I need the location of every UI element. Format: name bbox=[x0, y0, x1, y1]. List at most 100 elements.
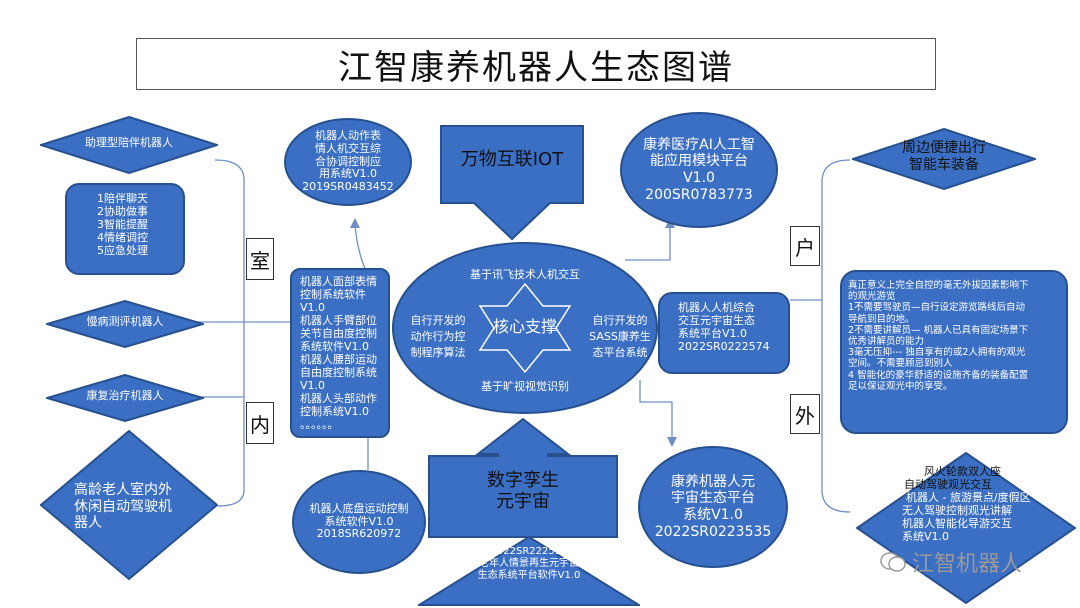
mobility-line: 智能车装备 bbox=[909, 156, 979, 173]
elderly-line: 休闲自动驾驶机 bbox=[74, 498, 172, 515]
circle-line: 系统V1.0 bbox=[683, 507, 743, 523]
software-line: 机器人头部动作 bbox=[300, 391, 377, 405]
outdoor-line: 4 智能化的豪华舒适的设施齐备的装备配置 bbox=[848, 369, 1029, 381]
software-line: 机器人手臂部位 bbox=[300, 313, 377, 327]
software-line: 自由度控制系统 bbox=[300, 365, 377, 379]
software-line: 系统软件V1.0 bbox=[300, 339, 370, 353]
mobility-line: 周边便捷出行 bbox=[902, 140, 986, 156]
core-bottom-text: 基于旷视视觉识别 bbox=[481, 380, 569, 393]
circle-line: 2022SR0223535 bbox=[654, 523, 772, 540]
sightseeing-robot-diamond: 风火轮款双人座 自动驾驶观光交互 机器人 - 旅游景点/度假区 无人驾驶控制观光… bbox=[856, 452, 1076, 604]
elderly-line: 高龄老人室内外 bbox=[74, 482, 172, 498]
circle-line: 机器人底盘运动控制 bbox=[309, 501, 409, 515]
outdoor-label-bottom: 外 bbox=[790, 394, 820, 434]
function-item: 5应急处理 bbox=[97, 243, 148, 257]
circle-line: 康养机器人元 bbox=[671, 473, 755, 490]
core-left-line: 动作行为控 bbox=[410, 330, 466, 343]
core-right-line: 自行开发的 bbox=[592, 314, 648, 327]
circle-line: 合协调控制应 bbox=[315, 154, 381, 168]
circle-line: 情人机交互综 bbox=[315, 141, 381, 155]
wechat-icon bbox=[880, 551, 906, 573]
core-top-text: 基于讯飞技术人机交互 bbox=[470, 268, 580, 281]
outdoor-line: 真正意义上完全自控的毫无外拔因素影响下 bbox=[848, 280, 1029, 291]
digital-twin-line: 元宇宙 bbox=[496, 491, 550, 513]
ai-medical-circle: 康养医疗AI人工智 能应用模块平台 V1.0 200SR0783773 bbox=[620, 112, 778, 228]
function-item: 1陪伴聊天 bbox=[97, 192, 148, 205]
rehab-robot-label: 康复治疗机器人 bbox=[86, 389, 164, 402]
assist-robot-diamond: 助理型陪伴机器人 bbox=[40, 116, 218, 174]
outdoor-line: 足以保证观光中的享受。 bbox=[848, 380, 953, 392]
circle-line: 系统软件V1.0 bbox=[324, 514, 394, 528]
page-title: 江智康养机器人生态图谱 bbox=[136, 38, 936, 90]
chassis-control-circle: 机器人底盘运动控制 系统软件V1.0 2018SR620972 bbox=[292, 470, 426, 574]
control-software-box: 机器人面部表情 控制系统软件 V1.0 机器人手臂部位 关节自由度控制 系统软件… bbox=[290, 268, 390, 438]
outdoor-line: 导航到目的地。 bbox=[848, 313, 915, 325]
function-item: 4情绪调控 bbox=[97, 230, 148, 244]
software-line: 控制系统V1.0 bbox=[300, 404, 370, 418]
circle-line: 200SR0783773 bbox=[645, 186, 753, 203]
outdoor-line: 优秀讲解员的能力 bbox=[848, 336, 925, 348]
chronic-robot-label: 慢病测评机器人 bbox=[86, 315, 164, 328]
circle-line: 能应用模块平台 bbox=[650, 153, 748, 170]
watermark-text: 江智机器人 bbox=[912, 552, 1023, 577]
circle-line: 宇宙生态平台 bbox=[671, 490, 755, 507]
software-line: 控制系统软件 bbox=[300, 287, 366, 301]
outdoor-line: 1不需要驾驶员—自行设定游览路线后自动 bbox=[848, 302, 1026, 314]
core-right-line: 态平台系统 bbox=[592, 346, 648, 359]
sightseeing-line: 风火轮款双人座 bbox=[924, 465, 1001, 478]
software-line: 。。。。。。 bbox=[300, 417, 339, 431]
metaverse-platform-circle: 康养机器人元 宇宙生态平台 系统V1.0 2022SR0223535 bbox=[638, 446, 788, 568]
core-support-ellipse: 基于讯飞技术人机交互 基于旷视视觉识别 自行开发的 动作行为控 制程序算法 自行… bbox=[390, 240, 660, 416]
circle-line: V1.0 bbox=[683, 170, 715, 186]
sightseeing-line: 自动驾驶观光交互 bbox=[904, 477, 992, 491]
rehab-robot-diamond: 康复治疗机器人 bbox=[46, 374, 204, 422]
outdoor-label-top: 户 bbox=[790, 226, 820, 266]
sightseeing-line: 机器人智能化导游交互 bbox=[902, 516, 1012, 530]
core-center-text: 核心支撑 bbox=[492, 317, 557, 336]
motion-expression-circle: 机器人动作表 情人机交互综 合协调控制应 用系统V1.0 2019SR04834… bbox=[284, 118, 412, 206]
software-line: 机器人面部表情 bbox=[300, 275, 377, 288]
circle-line: 用系统V1.0 bbox=[318, 167, 378, 181]
core-left-line: 制程序算法 bbox=[410, 346, 466, 359]
digital-twin-arrow: 数字孪生 元宇宙 bbox=[428, 418, 618, 538]
iot-label: 万物互联IOT bbox=[460, 149, 564, 170]
core-star-icon bbox=[478, 282, 572, 374]
software-line: V1.0 bbox=[300, 300, 326, 314]
core-left-line: 自行开发的 bbox=[410, 314, 466, 327]
triangle-line: 2022SR222536 bbox=[490, 546, 568, 557]
outdoor-line: 空间。不需要顾忌到别人 bbox=[848, 358, 953, 370]
outdoor-line: 3毫无压抑--- 独自享有的或2人拥有的观光 bbox=[848, 347, 1026, 359]
triangle-line: 生态系统平台软件V1.0 bbox=[477, 569, 581, 581]
outdoor-line: 的观光游览 bbox=[848, 291, 896, 303]
watermark: 江智机器人 bbox=[880, 546, 1060, 578]
software-line: 关节自由度控制 bbox=[300, 326, 377, 340]
indoor-label-bottom: 内 bbox=[246, 402, 274, 444]
circle-line: 2019SR0483452 bbox=[302, 180, 394, 194]
circle-line: 机器人动作表 bbox=[315, 128, 381, 142]
core-right-line: SASS康养生 bbox=[589, 330, 651, 343]
outdoor-line: 2不需要讲解员— 机器人已具有固定场景下 bbox=[848, 324, 1029, 336]
elderly-line: 器人 bbox=[74, 515, 102, 532]
software-line: V1.0 bbox=[300, 378, 326, 392]
metaverse-interaction-box: 机器人人机综合 交互元宇宙生态 系统平台V1.0 2022SR0222574 bbox=[658, 292, 790, 374]
sightseeing-line: 机器人 - 旅游景点/度假区 bbox=[906, 490, 1031, 504]
mobility-diamond: 周边便捷出行 智能车装备 bbox=[852, 128, 1036, 190]
function-item: 2协助做事 bbox=[97, 204, 148, 218]
box-line: 2022SR0222574 bbox=[678, 339, 770, 353]
box-line: 机器人人机综合 bbox=[678, 301, 755, 314]
function-list-box: 1陪伴聊天 2协助做事 3智能提醒 4情绪调控 5应急处理 bbox=[65, 183, 185, 275]
indoor-label-top: 室 bbox=[246, 238, 274, 280]
circle-line: 康养医疗AI人工智 bbox=[643, 136, 755, 153]
iot-arrow: 万物互联IOT bbox=[440, 125, 584, 240]
sightseeing-line: 无人驾驶控制观光讲解 bbox=[902, 503, 1012, 517]
circle-line: 2018SR620972 bbox=[316, 527, 402, 541]
elderly-robot-diamond: 高龄老人室内外 休闲自动驾驶机 器人 bbox=[40, 430, 218, 580]
function-item: 3智能提醒 bbox=[97, 217, 148, 231]
scenario-triangle: 2022SR222536 老年人情景再生元宇宙 生态系统平台软件V1.0 bbox=[418, 536, 640, 606]
box-line: 交互元宇宙生态 bbox=[678, 313, 755, 327]
chronic-robot-diamond: 慢病测评机器人 bbox=[46, 300, 204, 348]
digital-twin-line: 数字孪生 bbox=[487, 470, 559, 491]
assist-robot-label: 助理型陪伴机器人 bbox=[85, 136, 173, 149]
software-line: 机器人腰部运动 bbox=[300, 352, 377, 366]
